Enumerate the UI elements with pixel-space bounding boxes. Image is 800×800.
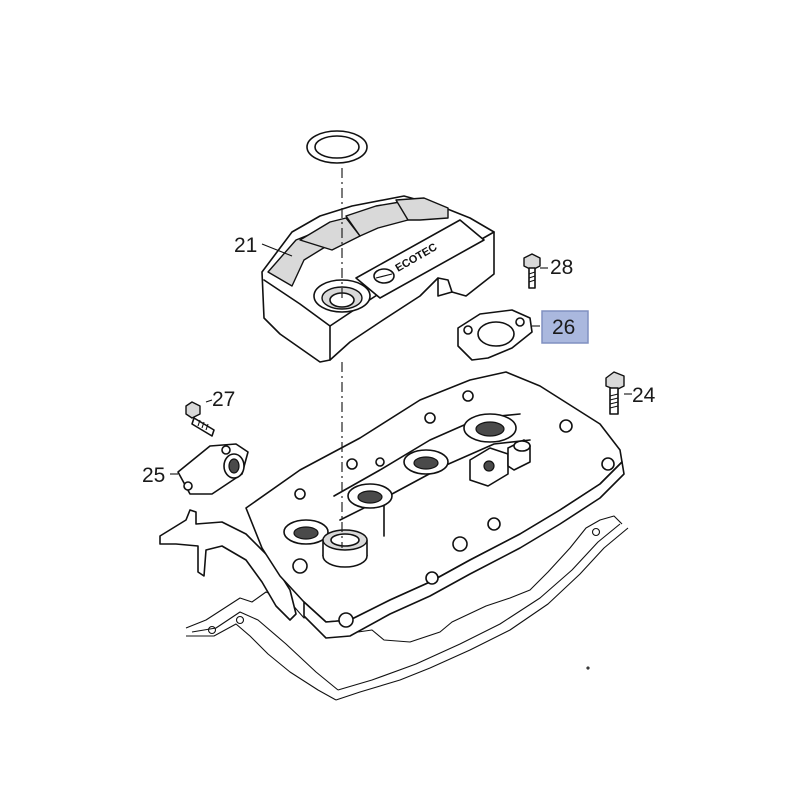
filler-seal-ring <box>306 130 368 164</box>
leader-lines <box>170 243 632 475</box>
label-21: 21 <box>234 234 257 257</box>
bolt-27 <box>185 401 215 437</box>
label-26: 26 <box>552 316 575 339</box>
label-25: 25 <box>142 464 165 487</box>
flange-gasket-26 <box>457 309 533 361</box>
sensor-flange-25 <box>177 443 249 495</box>
highlight-box-26 <box>541 310 589 344</box>
label-28: 28 <box>550 256 573 279</box>
valve-cover-gasket <box>185 515 629 701</box>
bolt-28 <box>523 253 541 289</box>
label-27: 27 <box>212 388 235 411</box>
label-24: 24 <box>632 384 656 407</box>
bolt-24 <box>605 371 625 415</box>
camshaft-cover <box>159 371 625 639</box>
part-labels: 21 28 26 24 27 25 <box>142 234 656 487</box>
